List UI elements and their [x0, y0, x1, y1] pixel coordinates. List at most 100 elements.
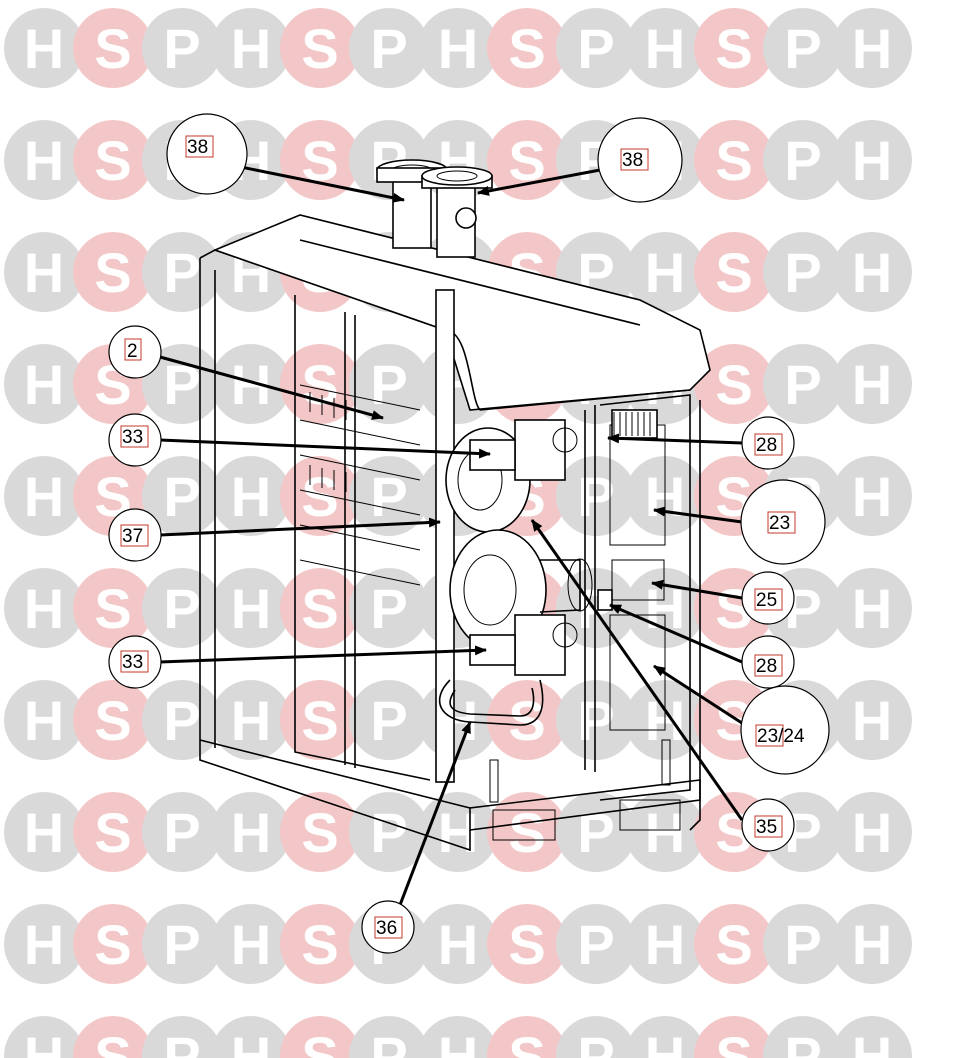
watermark-letter: P [784, 913, 821, 976]
watermark-tile: S [73, 792, 153, 872]
watermark-tile: H [625, 792, 705, 872]
watermark-tile: H [418, 8, 498, 88]
callout-label: 33 [122, 652, 143, 673]
watermark-tile: S [280, 904, 360, 984]
watermark-letter: P [577, 913, 614, 976]
watermark-tile: S [487, 904, 567, 984]
watermark-letter: H [24, 577, 64, 640]
watermark-letter: P [370, 353, 407, 416]
watermark-tile: S [694, 344, 774, 424]
leader-c6 [159, 645, 487, 664]
watermark-tile: P [556, 904, 636, 984]
callout-c1[interactable]: 38 [166, 113, 248, 195]
watermark-tile: H [625, 8, 705, 88]
watermark-letter: H [24, 1025, 64, 1058]
watermark-tile: S [280, 568, 360, 648]
watermark-letter: S [301, 913, 338, 976]
watermark-tile: P [142, 568, 222, 648]
watermark-letter: P [163, 1025, 200, 1058]
watermark-letter: H [645, 17, 685, 80]
watermark-letter: P [370, 465, 407, 528]
watermark-letter: H [852, 353, 892, 416]
watermark-letter: S [715, 1025, 752, 1058]
watermark-letter: S [94, 689, 131, 752]
callout-c13[interactable]: 36 [361, 900, 415, 954]
watermark-letter: H [645, 241, 685, 304]
watermark-tile: P [556, 8, 636, 88]
watermark-tile: S [73, 1016, 153, 1058]
gas-valve-upper [469, 419, 578, 481]
watermark-tile: S [487, 8, 567, 88]
watermark-letter: S [301, 801, 338, 864]
watermark-letter: H [231, 465, 271, 528]
watermark-tile: P [349, 456, 429, 536]
watermark-tile: H [832, 792, 912, 872]
watermark-tile: S [73, 904, 153, 984]
watermark-tile: S [487, 1016, 567, 1058]
watermark-tile: S [694, 232, 774, 312]
watermark-letter: H [231, 17, 271, 80]
watermark-letter: S [508, 801, 545, 864]
watermark-tile: H [4, 1016, 84, 1058]
watermark-letter: P [163, 801, 200, 864]
watermark-letter: P [577, 17, 614, 80]
watermark-tile: H [211, 1016, 291, 1058]
watermark-letter: H [438, 17, 478, 80]
watermark-tile: P [763, 904, 843, 984]
callout-c3[interactable]: 2 [108, 325, 162, 379]
watermark-tile: H [4, 344, 84, 424]
watermark-tile: P [349, 680, 429, 760]
watermark-letter: H [231, 1025, 271, 1058]
watermark-letter: P [370, 801, 407, 864]
watermark-tile: P [142, 1016, 222, 1058]
watermark-tile: H [832, 232, 912, 312]
watermark-tile: H [4, 680, 84, 760]
callout-c6[interactable]: 33 [108, 635, 162, 689]
watermark-tile: H [625, 904, 705, 984]
watermark-letter: H [438, 913, 478, 976]
watermark-tile: S [73, 120, 153, 200]
watermark-letter: H [645, 1025, 685, 1058]
watermark-letter: H [852, 689, 892, 752]
watermark-tile: H [418, 904, 498, 984]
watermark-letter: H [24, 241, 64, 304]
callout-c11[interactable]: 23/24 [740, 685, 830, 775]
watermark-tile: S [280, 680, 360, 760]
watermark-letter: P [163, 577, 200, 640]
callout-c5[interactable]: 37 [108, 508, 162, 562]
watermark-tile: H [211, 344, 291, 424]
leader-c2 [477, 168, 601, 196]
callout-c7[interactable]: 28 [741, 416, 795, 470]
watermark-letter: P [370, 689, 407, 752]
watermark-tile: P [142, 8, 222, 88]
watermark-letter: P [370, 17, 407, 80]
watermark-tile: H [4, 904, 84, 984]
watermark-tile: S [280, 456, 360, 536]
callout-c12[interactable]: 35 [741, 798, 795, 852]
watermark-letter: S [715, 129, 752, 192]
watermark-letter: H [852, 17, 892, 80]
watermark-tile: H [832, 568, 912, 648]
flue-outlet-right [421, 166, 493, 258]
watermark-tile: S [487, 792, 567, 872]
watermark-tile: P [349, 1016, 429, 1058]
callout-label: 38 [622, 150, 643, 171]
callout-c8[interactable]: 23 [740, 479, 826, 565]
watermark-tile: H [211, 8, 291, 88]
watermark-tile: S [694, 904, 774, 984]
callout-c4[interactable]: 33 [108, 413, 162, 467]
leader-c11 [653, 664, 746, 727]
watermark-tile: H [4, 8, 84, 88]
leader-c10 [609, 603, 743, 664]
watermark-tile: P [556, 792, 636, 872]
watermark-letter: P [577, 465, 614, 528]
watermark-letter: P [163, 241, 200, 304]
watermark-letter: H [231, 801, 271, 864]
callout-c9[interactable]: 25 [741, 571, 795, 625]
watermark-tile: H [832, 1016, 912, 1058]
watermark-letter: H [645, 913, 685, 976]
watermark-letter: S [94, 577, 131, 640]
callout-c10[interactable]: 28 [741, 635, 795, 689]
callout-c2[interactable]: 38 [597, 117, 683, 203]
